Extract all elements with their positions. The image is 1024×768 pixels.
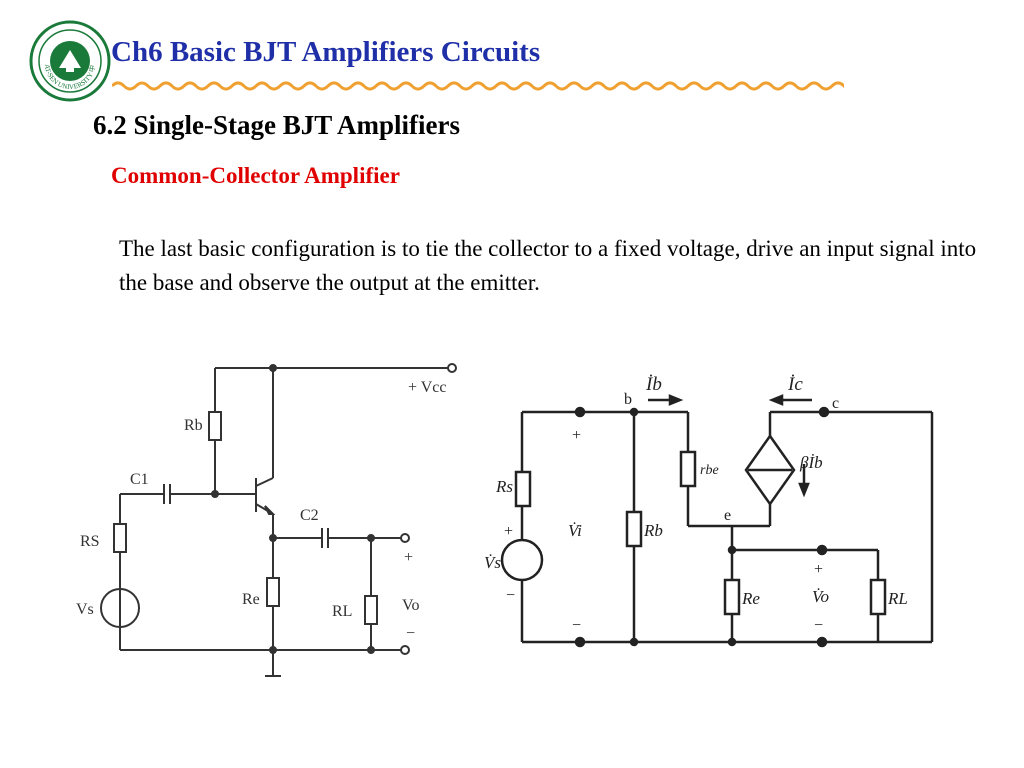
vo-label: Vo (402, 597, 420, 614)
title-underline-wave (112, 81, 844, 91)
vs-minus-label: − (506, 587, 515, 604)
vo-plus-eq-label: + (814, 561, 823, 578)
rbe-label: rbe (700, 463, 719, 478)
rb-label: Rb (184, 417, 203, 434)
vo-minus-eq-label: − (814, 617, 823, 634)
vi-label: V̇i (568, 521, 582, 540)
body-paragraph: The last basic configuration is to tie t… (119, 236, 977, 295)
section-title: 6.2 Single-Stage BJT Amplifiers (93, 110, 461, 140)
vs-plus-label: + (504, 523, 513, 540)
cc-amplifier-schematic: + Vcc Rb C1 C2 RS Vs Re RL Vo + − (76, 363, 457, 677)
node-b-label: b (624, 391, 632, 408)
university-seal-icon: SUN YAT-SEN UNIVERSITY 中山大学 (29, 20, 111, 102)
rs-label: RS (80, 533, 100, 550)
vo-plus-label: + (404, 549, 413, 566)
ic-label: İc (787, 374, 803, 395)
vi-minus-label: − (572, 617, 581, 634)
equivalent-circuit-diagram: İb İc b c e rbe βİb Rs V̇s + − V̇i + − R… (484, 374, 934, 648)
slide-title: Ch6 Basic BJT Amplifiers Circuits (111, 36, 541, 68)
c1-label: C1 (130, 471, 149, 488)
ib-label: İb (645, 374, 662, 395)
rl-label: RL (332, 603, 352, 620)
subsection-title: Common-Collector Amplifier (111, 163, 400, 188)
vo-eq-label: V̇o (812, 587, 829, 606)
re-eq-label: Re (741, 589, 760, 608)
vi-plus-label: + (572, 427, 581, 444)
re-label: Re (242, 591, 260, 608)
vo-minus-label: − (406, 625, 415, 642)
rl-eq-label: RL (887, 589, 908, 608)
beta-ib-label: βİb (799, 453, 823, 472)
rs-eq-label: Rs (495, 477, 513, 496)
rb-eq-label: Rb (643, 521, 663, 540)
node-e-label: e (724, 507, 731, 524)
c2-label: C2 (300, 507, 319, 524)
vs-label: Vs (76, 601, 94, 618)
vs-eq-label: V̇s (484, 553, 501, 572)
node-c-label: c (832, 395, 839, 412)
vcc-label: + Vcc (408, 379, 447, 396)
